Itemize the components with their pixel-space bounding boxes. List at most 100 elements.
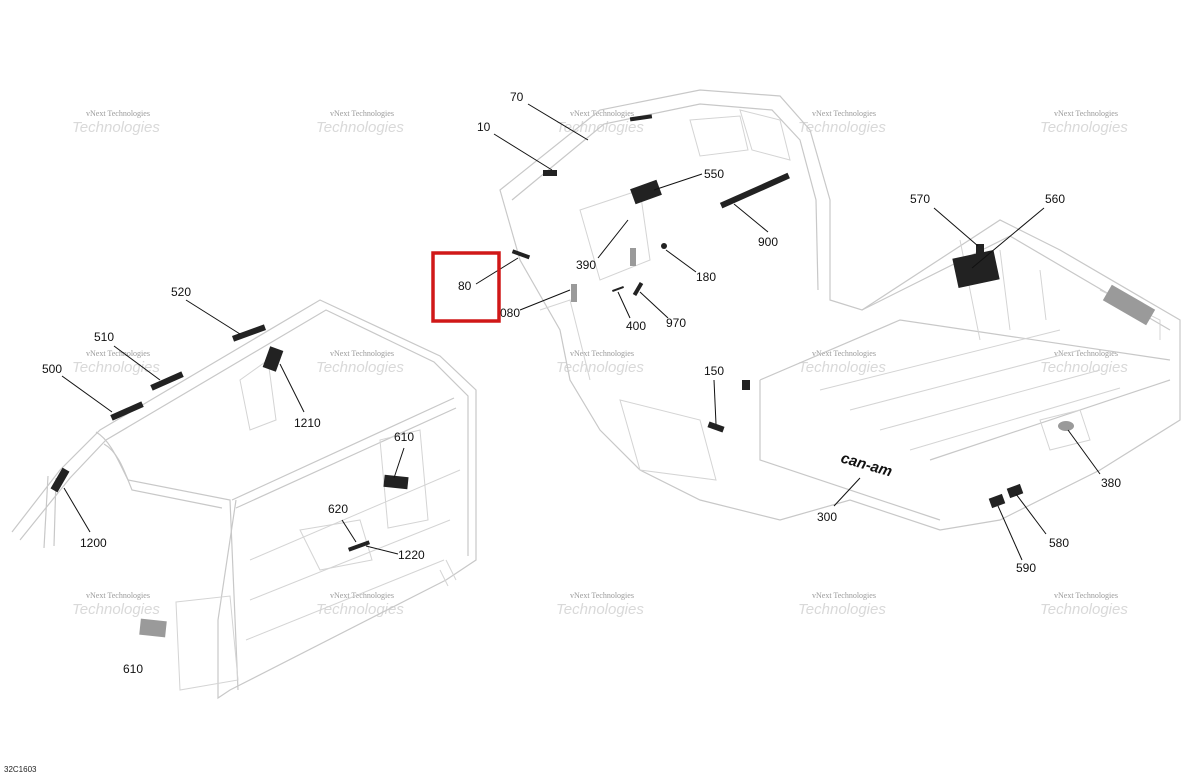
callout-80[interactable]: 80 bbox=[458, 279, 472, 293]
decal-400 bbox=[612, 286, 624, 292]
leader-400 bbox=[617, 291, 631, 319]
callout-560[interactable]: 560 bbox=[1045, 192, 1065, 206]
callout-510[interactable]: 510 bbox=[94, 330, 114, 344]
decal-610-cage bbox=[383, 474, 409, 490]
callout-570[interactable]: 570 bbox=[910, 192, 930, 206]
leader-560 bbox=[971, 207, 1045, 269]
decal-1210 bbox=[262, 346, 284, 372]
decal-180 bbox=[661, 243, 667, 249]
decal-510 bbox=[150, 371, 184, 391]
callout-610-loose[interactable]: 610 bbox=[123, 662, 143, 676]
figure-id: 32C1603 bbox=[4, 765, 37, 774]
svg-text:vNext Technologies: vNext Technologies bbox=[1054, 109, 1118, 118]
decal-610-loose bbox=[139, 618, 167, 638]
svg-text:Technologies: Technologies bbox=[316, 601, 404, 618]
callout-10[interactable]: 10 bbox=[477, 120, 491, 134]
callout-500[interactable]: 500 bbox=[42, 362, 62, 376]
decal-590 bbox=[988, 493, 1006, 509]
leader-180 bbox=[665, 249, 697, 273]
leader-380 bbox=[1067, 429, 1101, 475]
callout-520[interactable]: 520 bbox=[171, 285, 191, 299]
svg-text:Technologies: Technologies bbox=[798, 601, 886, 618]
leader-520 bbox=[185, 299, 241, 335]
decal-70 bbox=[629, 114, 653, 122]
roll-cage-drawing bbox=[11, 299, 477, 700]
decal-150 bbox=[707, 421, 725, 433]
leader-390 bbox=[597, 219, 629, 259]
callout-180[interactable]: 180 bbox=[696, 270, 716, 284]
callout-550[interactable]: 550 bbox=[704, 167, 724, 181]
leader-500 bbox=[61, 375, 113, 413]
leader-80 bbox=[475, 257, 519, 285]
callout-610-cage[interactable]: 610 bbox=[394, 430, 414, 444]
svg-text:vNext Technologies: vNext Technologies bbox=[86, 109, 150, 118]
callout-590[interactable]: 590 bbox=[1016, 561, 1036, 575]
callout-1200[interactable]: 1200 bbox=[80, 536, 107, 550]
svg-text:Technologies: Technologies bbox=[1040, 601, 1128, 618]
callout-70[interactable]: 70 bbox=[510, 90, 524, 104]
callout-300[interactable]: 300 bbox=[817, 510, 837, 524]
svg-text:vNext Technologies: vNext Technologies bbox=[812, 109, 876, 118]
svg-text:vNext Technologies: vNext Technologies bbox=[330, 109, 394, 118]
decal-520 bbox=[231, 324, 267, 342]
svg-text:vNext Technologies: vNext Technologies bbox=[812, 349, 876, 358]
leader-10 bbox=[493, 133, 553, 171]
callout-580[interactable]: 580 bbox=[1049, 536, 1069, 550]
callout-1220[interactable]: 1220 bbox=[398, 548, 425, 562]
highlight-box bbox=[431, 251, 501, 323]
callout-900[interactable]: 900 bbox=[758, 235, 778, 249]
callout-620[interactable]: 620 bbox=[328, 502, 348, 516]
svg-text:vNext Technologies: vNext Technologies bbox=[570, 349, 634, 358]
callout-1210[interactable]: 1210 bbox=[294, 416, 321, 430]
svg-text:vNext Technologies: vNext Technologies bbox=[330, 349, 394, 358]
svg-text:Technologies: Technologies bbox=[556, 601, 644, 618]
svg-text:Technologies: Technologies bbox=[1040, 119, 1128, 136]
decal-rear-side bbox=[1102, 284, 1156, 326]
callout-380[interactable]: 380 bbox=[1101, 476, 1121, 490]
callout-150[interactable]: 150 bbox=[704, 364, 724, 378]
callout-080[interactable]: 080 bbox=[500, 306, 520, 320]
leader-610-cage bbox=[393, 447, 405, 479]
decal-900 bbox=[719, 172, 790, 209]
svg-text:Technologies: Technologies bbox=[798, 359, 886, 376]
svg-text:Technologies: Technologies bbox=[72, 359, 160, 376]
svg-text:vNext Technologies: vNext Technologies bbox=[1054, 349, 1118, 358]
decal-550 bbox=[630, 179, 662, 205]
decal-570 bbox=[976, 244, 984, 256]
svg-text:can-am: can-am bbox=[839, 450, 894, 481]
leader-580 bbox=[1015, 493, 1047, 535]
svg-text:vNext Technologies: vNext Technologies bbox=[330, 591, 394, 600]
svg-text:Technologies: Technologies bbox=[72, 601, 160, 618]
callout-970[interactable]: 970 bbox=[666, 316, 686, 330]
leader-1220 bbox=[365, 545, 399, 555]
svg-text:vNext Technologies: vNext Technologies bbox=[570, 109, 634, 118]
leader-620 bbox=[341, 519, 357, 543]
decal-10 bbox=[543, 170, 557, 176]
leader-70 bbox=[527, 103, 589, 141]
svg-text:Technologies: Technologies bbox=[798, 119, 886, 136]
callout-390[interactable]: 390 bbox=[576, 258, 596, 272]
svg-text:Technologies: Technologies bbox=[72, 119, 160, 136]
leader-590 bbox=[997, 505, 1023, 561]
callout-400[interactable]: 400 bbox=[626, 319, 646, 333]
decal-560 bbox=[952, 249, 1000, 289]
leader-1080 bbox=[519, 289, 571, 311]
svg-text:vNext Technologies: vNext Technologies bbox=[812, 591, 876, 600]
decal-620 bbox=[347, 540, 371, 552]
leader-1200 bbox=[63, 487, 91, 533]
leader-550 bbox=[653, 173, 703, 191]
leader-lines bbox=[61, 103, 1101, 561]
